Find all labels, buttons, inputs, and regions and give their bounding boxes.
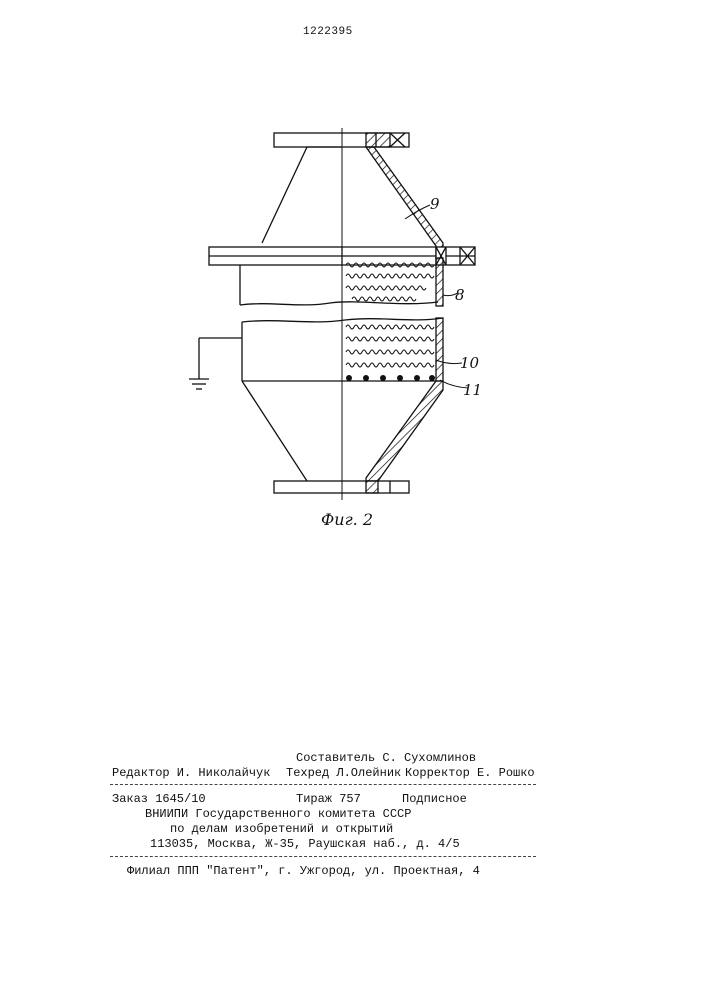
divider-bottom (110, 856, 536, 857)
fibrous-filling-upper (346, 263, 434, 301)
editor-line: Редактор И. Николайчук (112, 766, 270, 780)
ground-symbol (189, 338, 242, 389)
label-10: 10 (460, 354, 480, 372)
label-9: 9 (430, 195, 440, 213)
branch-line: Филиал ППП "Патент", г. Ужгород, ул. Про… (127, 864, 480, 878)
left-upper-cone (262, 147, 341, 243)
corrector-line: Корректор Е. Рошко (405, 766, 535, 780)
techred-line: Техред Л.Олейник (286, 766, 401, 780)
composer-line: Составитель С. Сухомлинов (296, 751, 476, 765)
fibrous-filling-lower (346, 325, 434, 367)
circulation-line: Тираж 757 (296, 792, 361, 806)
label-11: 11 (463, 381, 482, 399)
divider-top (110, 784, 536, 785)
org-line-1: ВНИИПИ Государственного комитета СССР (145, 807, 411, 821)
order-line: Заказ 1645/10 (112, 792, 206, 806)
lower-wall-section (366, 381, 443, 481)
subscription-line: Подписное (402, 792, 467, 806)
org-line-2: по делам изобретений и открытий (170, 822, 393, 836)
label-8: 8 (455, 286, 465, 304)
address-line: 113035, Москва, Ж-35, Раушская наб., д. … (150, 837, 460, 851)
figure-caption: Фиг. 2 (321, 510, 373, 529)
particle-row (346, 375, 435, 381)
technical-drawing: 9 8 10 11 Фиг. 2 (0, 0, 707, 560)
